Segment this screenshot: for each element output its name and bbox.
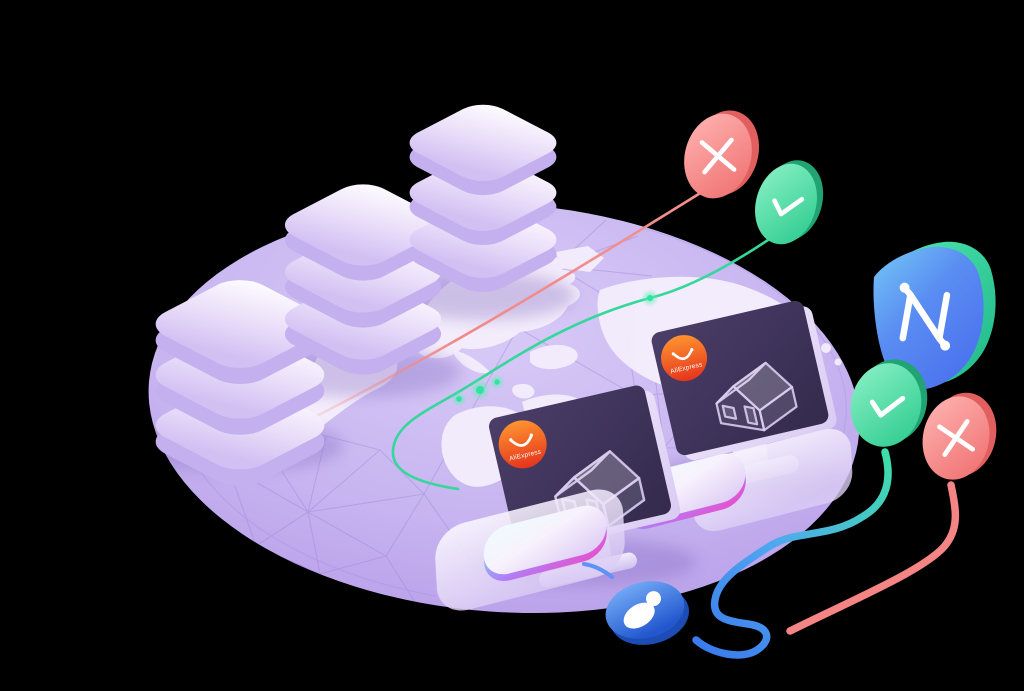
red-connection-line-right (786, 481, 960, 635)
red-connection-line-top (283, 190, 704, 434)
map-central-america (453, 350, 490, 374)
plus-badge-right (922, 392, 997, 480)
shield-n-icon (873, 241, 996, 390)
keyboard-pad-back (691, 428, 853, 532)
check-icon (869, 395, 906, 418)
plus-icon (937, 419, 975, 457)
phone-front (483, 505, 607, 582)
green-connection-line-top (391, 238, 770, 491)
map-europe (512, 344, 582, 419)
monitor-front: AliExpress (435, 385, 681, 611)
plus-badge-top (684, 110, 760, 199)
user-icon (623, 591, 661, 629)
check-icon (772, 196, 805, 217)
plus-icon (699, 137, 737, 175)
user-badge (582, 562, 690, 645)
monitor-back: AliExpress (622, 300, 853, 532)
check-badge-right (850, 359, 928, 447)
map-greenland (556, 246, 604, 272)
house-icon (715, 361, 798, 432)
n-glyph (899, 282, 951, 351)
aliexpress-smile-icon (671, 347, 694, 360)
aliexpress-smile-icon (509, 433, 534, 447)
green-blue-connection-line (692, 448, 892, 659)
aliexpress-logo: AliExpress (498, 420, 547, 469)
data-packet-dots (451, 289, 659, 407)
aliexpress-logo: AliExpress (661, 335, 708, 382)
check-badge-top (755, 160, 824, 245)
